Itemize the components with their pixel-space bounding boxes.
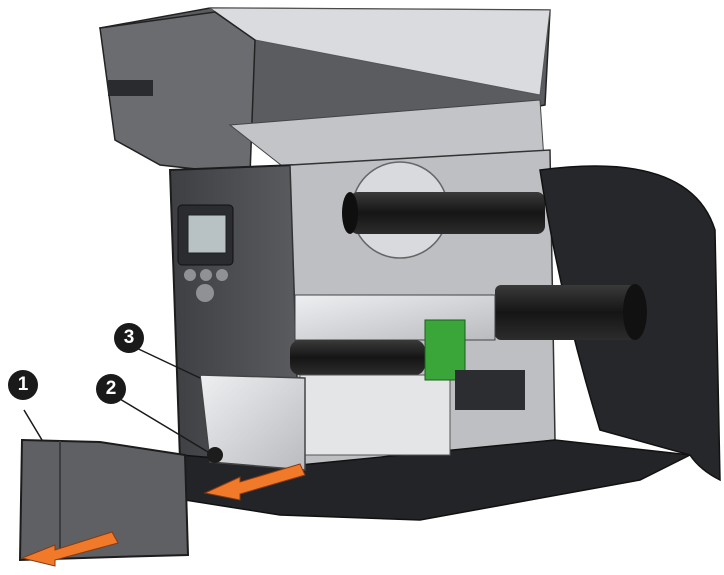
media-hanger <box>495 165 721 482</box>
ribbon-spindle <box>342 161 545 259</box>
removable-cover <box>18 438 190 562</box>
printer-lid <box>99 7 551 181</box>
printhead-assembly <box>290 294 525 456</box>
arrow-orange-icon <box>20 463 306 567</box>
callout-leaders <box>23 344 209 453</box>
callout-2: 2 <box>96 374 126 404</box>
callout-1: 1 <box>8 370 38 400</box>
control-panel <box>177 204 234 302</box>
callout-3: 3 <box>114 323 144 353</box>
lcd-display <box>187 214 227 254</box>
front-plate <box>199 374 306 471</box>
thumbscrew <box>207 447 223 463</box>
